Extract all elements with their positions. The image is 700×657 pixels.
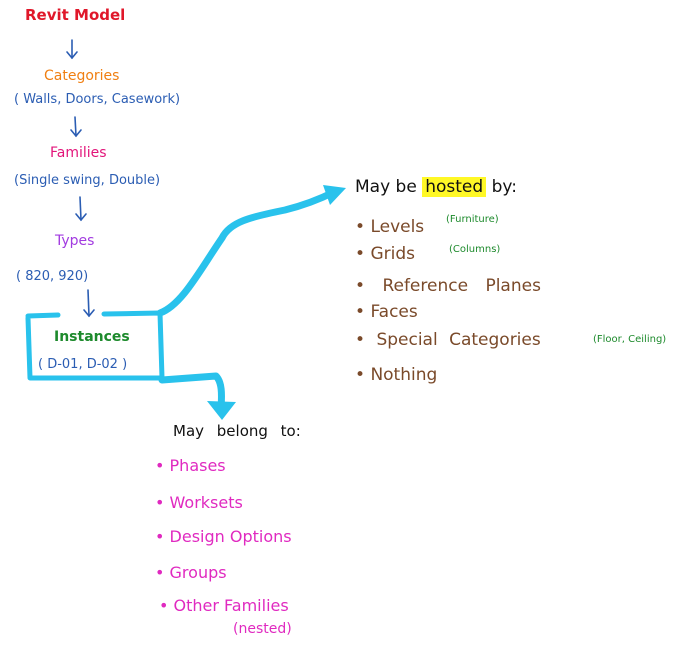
belong-item-groups: • Groups (155, 563, 227, 582)
belong-item-label: Other Families (173, 596, 289, 615)
types-label: Types (55, 233, 95, 249)
arrow-model-to-categories (66, 39, 78, 60)
belong-note-nested: (nested) (233, 621, 292, 637)
belong-to-heading: May belong to: (173, 422, 301, 440)
arrow-to-hosted-by (156, 188, 338, 317)
hosted-item-nothing: • Nothing (355, 365, 438, 385)
arrow-families-to-types (75, 196, 87, 222)
belong-item-phases: • Phases (155, 456, 226, 475)
hosted-by-prefix: May be (355, 177, 417, 197)
arrowhead-hosted-by (323, 185, 346, 205)
hosted-item-label: Levels (370, 217, 425, 237)
types-examples: ( 820, 920) (16, 269, 89, 284)
hosted-item-faces: • Faces (355, 302, 418, 322)
belong-item-design-options: • Design Options (155, 527, 292, 546)
hosted-by-heading: May be hosted by: (355, 177, 517, 197)
belong-item-label: Groups (169, 563, 227, 582)
hosted-item-label: Special Categories (376, 330, 541, 350)
hosted-item-label: Reference Planes (382, 276, 541, 296)
hosted-item-special-categories: • Special Categories (355, 330, 541, 350)
families-examples: (Single swing, Double) (14, 173, 161, 188)
belong-item-label: Phases (169, 456, 226, 475)
arrowhead-belong-to (207, 401, 236, 420)
hosted-item-grids: • Grids (355, 244, 415, 264)
families-label: Families (50, 145, 107, 161)
revit-model-label: Revit Model (25, 6, 126, 24)
hosted-highlight: hosted (422, 177, 487, 197)
belong-item-label: Worksets (169, 493, 243, 512)
instances-label: Instances (54, 329, 130, 345)
hosted-item-label: Grids (370, 244, 415, 264)
hosted-item-levels: • Levels (355, 217, 425, 237)
instances-examples: ( D-01, D-02 ) (38, 357, 128, 372)
belong-item-other-families: • Other Families (159, 596, 289, 615)
hosted-item-label: Faces (370, 302, 418, 322)
hosted-note-floor-ceiling: (Floor, Ceiling) (593, 334, 667, 345)
arrow-types-to-instances (83, 289, 95, 318)
hosted-item-label: Nothing (370, 365, 438, 385)
belong-item-worksets: • Worksets (155, 493, 243, 512)
categories-label: Categories (44, 68, 120, 84)
hosted-note-furniture: (Furniture) (446, 214, 499, 225)
belong-item-label: Design Options (169, 527, 292, 546)
categories-examples: ( Walls, Doors, Casework) (14, 92, 181, 107)
hosted-note-columns: (Columns) (449, 244, 501, 255)
hosted-item-reference-planes: • Reference Planes (355, 276, 541, 296)
hosted-by-suffix: by: (491, 177, 517, 197)
arrow-categories-to-families (70, 116, 82, 138)
